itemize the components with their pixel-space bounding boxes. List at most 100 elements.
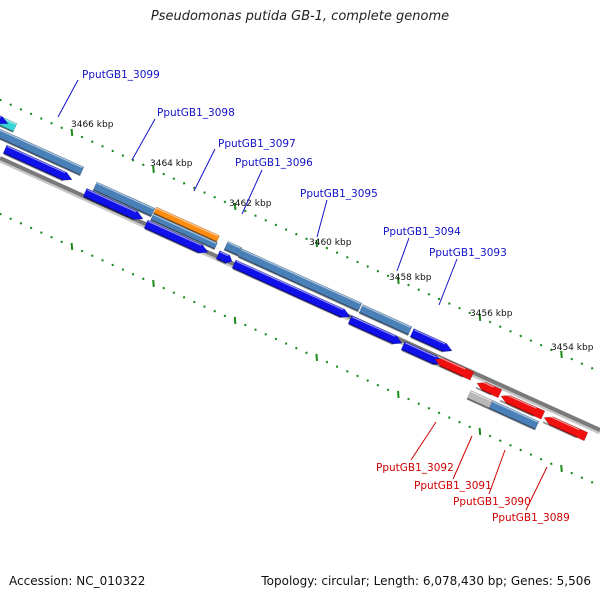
tick-mark-inner (162, 286, 165, 290)
gene-feature-3092-highlight (437, 355, 466, 370)
label-leader-line (438, 258, 458, 306)
tick-mark-inner (570, 471, 573, 475)
gene-feature-3090-cds[interactable] (488, 400, 540, 431)
gene-label-3095[interactable]: PputGB1_3095 (300, 188, 378, 200)
reverse-gene-labels: PputGB1_3092 PputGB1_3091 PputGB1_3090 P… (376, 462, 570, 524)
map-title: Pseudomonas putida GB-1, complete genome (150, 9, 450, 24)
tick-mark-outer (427, 293, 431, 296)
tick-mark-outer (295, 232, 298, 236)
gene-feature-3089[interactable] (542, 414, 589, 442)
tick-mark-outer (19, 108, 23, 111)
tick-mark-inner (376, 383, 380, 387)
gene-label-3099[interactable]: PputGB1_3099 (82, 69, 160, 81)
gene-feature-3100-cds-body (0, 107, 18, 133)
gene-feature-3097[interactable] (143, 219, 210, 256)
gene-label-3097[interactable]: PputGB1_3097 (218, 138, 296, 150)
tick-mark-outer (213, 195, 216, 199)
gene-label-3090[interactable]: PputGB1_3090 (453, 496, 531, 508)
gene-feature-3094-shade (348, 323, 394, 345)
tick-mark-inner (499, 439, 502, 442)
gene-feature-3094[interactable] (347, 315, 404, 348)
gene-feature-3095[interactable] (231, 259, 352, 321)
gene-feature-3097-orange-highlight (155, 207, 219, 237)
gene-feature-3093-cds[interactable] (409, 328, 454, 355)
gene-feature-3095-cds[interactable] (237, 248, 363, 313)
gene-feature-3091-highlight (479, 379, 494, 388)
tick-mark-inner (152, 279, 155, 288)
ruler-label-3454: 3454 kbp (551, 343, 594, 353)
gene-feature-3099-shade (3, 152, 64, 182)
gene-feature-3093[interactable] (400, 341, 445, 368)
tick-mark-inner (131, 272, 135, 276)
gene-feature-3090-shade (499, 399, 535, 417)
gene-feature-3094-cds[interactable] (358, 304, 413, 336)
label-leader-line (316, 199, 328, 238)
gene-label-3091[interactable]: PputGB1_3091 (414, 480, 492, 492)
label-leader-line (57, 79, 79, 118)
tick-mark-inner (519, 448, 522, 452)
gene-feature-3092[interactable] (433, 355, 475, 381)
gene-label-3098[interactable]: PputGB1_3098 (157, 107, 235, 119)
gene-feature-3097-orange[interactable] (153, 206, 220, 243)
ruler-label-3460: 3460 kbp (309, 238, 352, 248)
tick-mark-inner (560, 464, 563, 472)
gene-feature-3090[interactable] (499, 392, 546, 420)
tick-mark-inner (19, 222, 23, 225)
tick-mark-inner (305, 351, 308, 355)
gene-feature-3098-cds-shade (92, 189, 152, 218)
tick-mark-inner (509, 444, 512, 447)
gene-feature-3094-cds-shade (358, 311, 409, 336)
gene-feature-3098-cds[interactable] (92, 181, 156, 218)
tick-mark-outer (60, 126, 63, 130)
gene-feature-3093-cds-highlight (414, 329, 446, 345)
gene-feature-3093-cds-shade (410, 336, 444, 353)
tick-mark-outer (172, 177, 176, 180)
gene-feature-3099[interactable] (2, 144, 74, 184)
gene-feature-3100-cds[interactable] (0, 107, 18, 133)
gene-feature-3098[interactable] (82, 188, 145, 222)
gene-feature-3091[interactable] (475, 379, 503, 399)
tick-mark-inner (213, 309, 216, 313)
gene-feature-3099-cds[interactable] (0, 120, 85, 177)
gene-feature-3096[interactable] (215, 250, 234, 266)
tick-mark-inner (468, 425, 471, 429)
tick-marks (0, 98, 594, 484)
tick-mark-outer (386, 274, 390, 278)
tick-mark-outer (233, 202, 237, 211)
gene-label-3092[interactable]: PputGB1_3092 (376, 462, 454, 474)
gene-feature-3093-shade (401, 349, 435, 366)
ruler-labels: 3466 kbp 3464 kbp 3462 kbp 3460 kbp 3458… (71, 120, 594, 353)
tick-mark-outer (580, 362, 584, 365)
gene-label-3089[interactable]: PputGB1_3089 (492, 512, 570, 524)
tick-mark-outer (80, 135, 84, 139)
tick-mark-outer (407, 283, 410, 287)
gene-label-3096[interactable]: PputGB1_3096 (235, 157, 313, 169)
gene-feature-3096-cds[interactable] (223, 240, 243, 257)
tick-mark-outer (203, 191, 206, 194)
tick-mark-inner (478, 427, 482, 436)
tick-mark-inner (101, 259, 104, 262)
tick-mark-inner (315, 353, 318, 362)
gene-feature-3097-cds-highlight (152, 214, 217, 244)
tick-mark-inner (427, 407, 431, 410)
gene-feature-3100[interactable] (0, 106, 10, 127)
tick-mark-outer (570, 357, 573, 361)
gene-feature-3094-body (347, 315, 403, 345)
tick-mark-outer (529, 339, 533, 342)
label-leader-line (193, 148, 216, 192)
gene-label-leaders (57, 79, 548, 511)
tick-mark-outer (111, 149, 114, 153)
gene-label-3094[interactable]: PputGB1_3094 (383, 226, 461, 238)
label-leader-line (396, 237, 410, 272)
gene-feature-3092-shade (433, 362, 464, 378)
ruler-label-3466: 3466 kbp (71, 120, 114, 130)
gene-feature-3095-cds-shade (237, 255, 359, 313)
gene-features[interactable] (0, 106, 589, 442)
gene-label-3093[interactable]: PputGB1_3093 (429, 247, 507, 259)
gene-feature-3099-highlight (7, 145, 66, 174)
gene-feature-3097-cds[interactable] (150, 213, 218, 251)
gene-feature-3097-highlight (148, 220, 202, 246)
gene-feature-3091-pseudo[interactable] (466, 390, 494, 410)
